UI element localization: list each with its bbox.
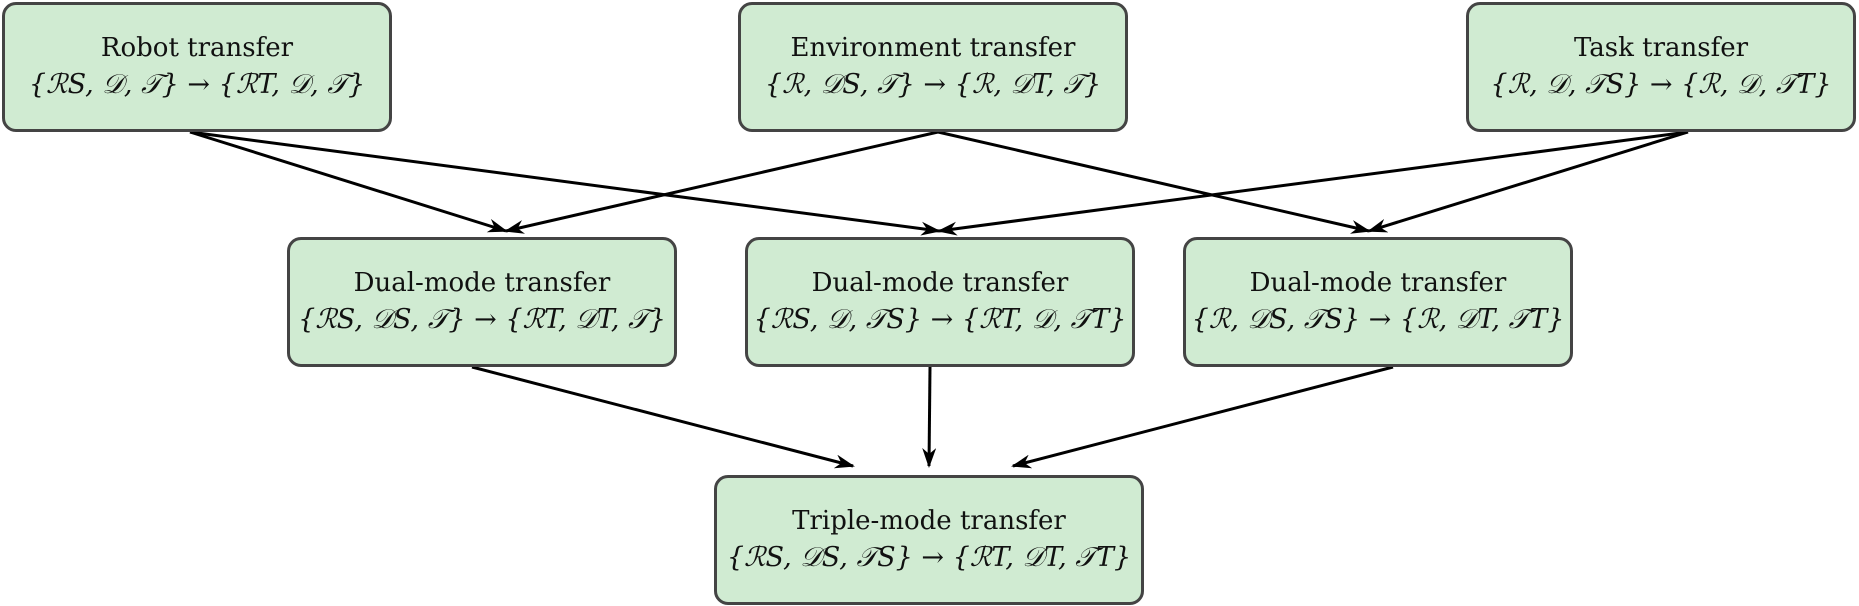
node-robot-transfer: Robot transfer {ℛS, 𝒟, 𝒯} → {ℛT, 𝒟, 𝒯} <box>2 2 392 132</box>
node-dual-mode-robot-environment: Dual-mode transfer {ℛS, 𝒟S, 𝒯} → {ℛT, 𝒟T… <box>287 237 677 367</box>
node-task-transfer: Task transfer {ℛ, 𝒟, 𝒯S} → {ℛ, 𝒟, 𝒯T} <box>1466 2 1856 132</box>
edge-task-dual3 <box>1367 130 1689 233</box>
node-title: Triple-mode transfer <box>792 506 1066 536</box>
node-title: Task transfer <box>1573 33 1749 63</box>
node-dual-mode-environment-task: Dual-mode transfer {ℛ, 𝒟S, 𝒯S} → {ℛ, 𝒟T,… <box>1183 237 1573 367</box>
node-formula: {ℛS, 𝒟, 𝒯S} → {ℛT, 𝒟, 𝒯T} <box>753 304 1127 335</box>
edge-env-dual1 <box>504 130 939 234</box>
node-environment-transfer: Environment transfer {ℛ, 𝒟S, 𝒯} → {ℛ, 𝒟T… <box>738 2 1128 132</box>
node-title: Robot transfer <box>100 33 294 63</box>
edge-robot-dual2 <box>189 130 941 236</box>
edge-env-dual3 <box>937 130 1371 234</box>
node-formula: {ℛS, 𝒟, 𝒯} → {ℛT, 𝒟, 𝒯} <box>28 69 366 100</box>
edge-dual3-triple <box>1011 365 1394 469</box>
node-formula: {ℛ, 𝒟S, 𝒯S} → {ℛ, 𝒟T, 𝒯T} <box>1191 304 1565 335</box>
node-title: Dual-mode transfer <box>1249 268 1507 298</box>
edge-dual2-triple <box>922 366 937 468</box>
node-formula: {ℛ, 𝒟S, 𝒯} → {ℛ, 𝒟T, 𝒯} <box>764 69 1102 100</box>
node-title: Dual-mode transfer <box>811 268 1069 298</box>
edge-task-dual2 <box>937 130 1689 236</box>
node-triple-mode-transfer: Triple-mode transfer {ℛS, 𝒟S, 𝒯S} → {ℛT,… <box>714 475 1144 605</box>
edge-robot-dual1 <box>189 130 508 233</box>
node-dual-mode-robot-task: Dual-mode transfer {ℛS, 𝒟, 𝒯S} → {ℛT, 𝒟,… <box>745 237 1135 367</box>
node-formula: {ℛS, 𝒟S, 𝒯S} → {ℛT, 𝒟T, 𝒯T} <box>726 542 1132 573</box>
edge-dual1-triple <box>471 365 855 469</box>
node-title: Dual-mode transfer <box>353 268 611 298</box>
node-formula: {ℛ, 𝒟, 𝒯S} → {ℛ, 𝒟, 𝒯T} <box>1490 69 1832 100</box>
node-title: Environment transfer <box>790 33 1076 63</box>
node-formula: {ℛS, 𝒟S, 𝒯} → {ℛT, 𝒟T, 𝒯} <box>298 304 666 335</box>
